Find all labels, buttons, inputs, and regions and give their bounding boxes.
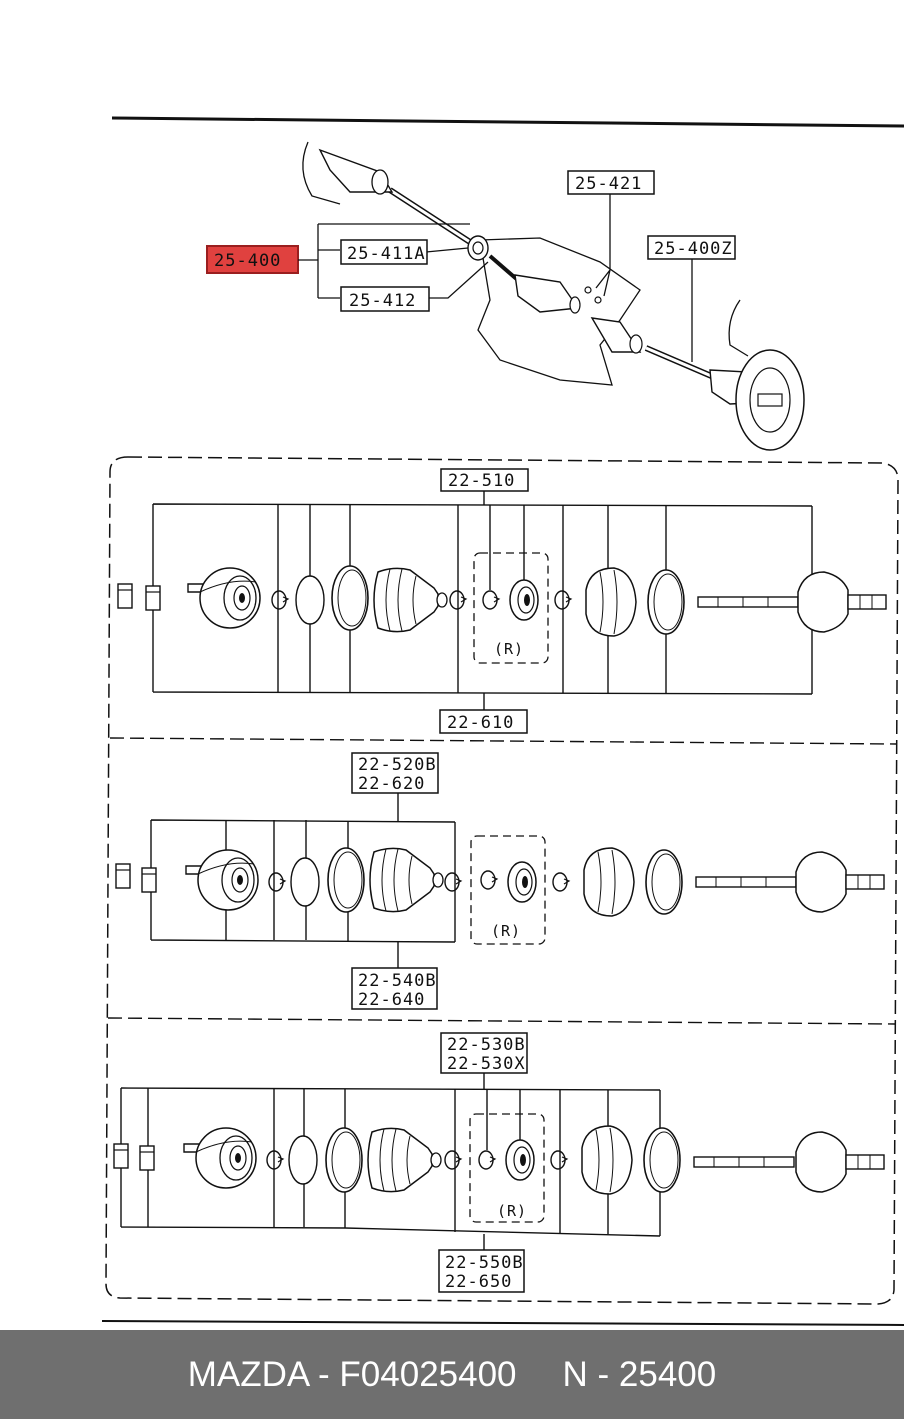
- kit-22-510[interactable]: 22-510: [448, 471, 515, 491]
- section-2-kit: 22-520B 22-620 22-540B 22-640 (R): [115, 752, 885, 1010]
- kit-22-550b[interactable]: 22-550B: [445, 1253, 524, 1273]
- callout-25-421[interactable]: 25-421: [575, 174, 642, 194]
- part-number-footer: MAZDA - F04025400 N - 25400: [0, 1330, 904, 1419]
- drive-shaft-assembly-drawing: [302, 141, 805, 451]
- footer-oem-number: N - 25400: [562, 1354, 717, 1394]
- callout-25-411a[interactable]: 25-411A: [347, 244, 426, 264]
- repair-marker-3: (R): [497, 1202, 527, 1220]
- leader-lines: [298, 194, 693, 362]
- repair-marker-1: (R): [494, 640, 524, 658]
- repair-marker-2: (R): [491, 922, 521, 940]
- kits-dashed-frame: [105, 456, 899, 1305]
- callout-25-412[interactable]: 25-412: [349, 291, 416, 311]
- callout-25-400z[interactable]: 25-400Z: [654, 239, 733, 259]
- callout-boxes: [340, 170, 736, 312]
- kit-22-540b[interactable]: 22-540B: [358, 971, 437, 991]
- top-rule: [111, 116, 904, 128]
- kit-22-610[interactable]: 22-610: [447, 713, 514, 733]
- kit-22-530b[interactable]: 22-530B: [447, 1035, 526, 1055]
- kit-22-640[interactable]: 22-640: [358, 990, 425, 1010]
- section-divider-2: [107, 1017, 896, 1025]
- kit-22-650[interactable]: 22-650: [445, 1272, 512, 1292]
- section-1-kit: 22-510 22-610 (R): [117, 468, 887, 734]
- kit-22-520b[interactable]: 22-520B: [358, 755, 437, 775]
- section-divider-1: [109, 737, 897, 745]
- section-3-kit: 22-530B 22-530X 22-550B 22-650 (R): [113, 1032, 885, 1293]
- kit-22-530x[interactable]: 22-530X: [447, 1054, 526, 1074]
- kit-22-620[interactable]: 22-620: [358, 774, 425, 794]
- bottom-rule: [101, 1320, 904, 1326]
- callout-25-400[interactable]: 25-400: [214, 251, 281, 271]
- footer-part-number: MAZDA - F04025400: [187, 1354, 517, 1394]
- parts-diagram: 25-400 25-411A 25-412 25-421 25-400Z: [101, 116, 904, 1326]
